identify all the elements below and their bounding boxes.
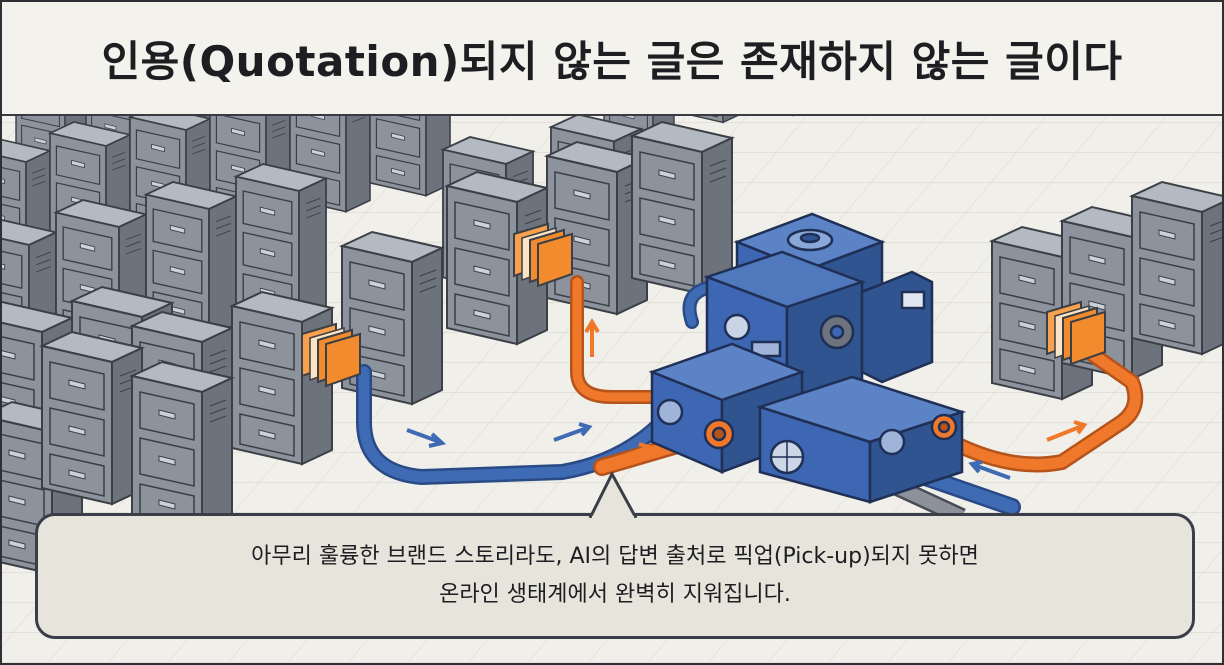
- machine-icon: [648, 212, 967, 504]
- data-center-scene: [2, 114, 1222, 663]
- blue-pipes: [356, 280, 1021, 516]
- arrow-icons: [406, 318, 1088, 480]
- speech-bubble-tail: [588, 472, 638, 518]
- caption-line-1: 아무리 훌륭한 브랜드 스토리라도, AI의 답변 출처로 픽업(Pick-up…: [251, 544, 979, 569]
- caption-bubble: 아무리 훌륭한 브랜드 스토리라도, AI의 답변 출처로 픽업(Pick-up…: [35, 513, 1195, 639]
- caption-line-2: 온라인 생태계에서 완벽히 지워집니다.: [439, 582, 791, 607]
- title-bar: 인용(Quotation)되지 않는 글은 존재하지 않는 글이다: [2, 2, 1222, 116]
- page-title: 인용(Quotation)되지 않는 글은 존재하지 않는 글이다: [101, 36, 1123, 86]
